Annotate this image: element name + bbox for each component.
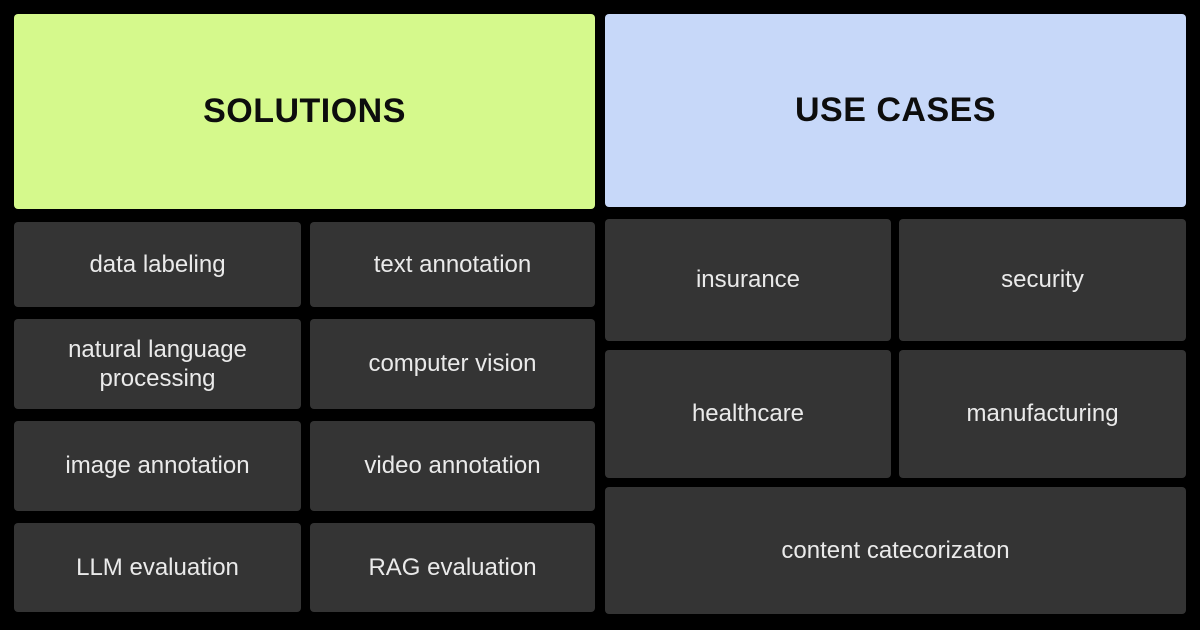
tile-label: healthcare [691, 400, 805, 428]
tile-label: data labeling [89, 250, 226, 278]
use-cases-header-panel: USE CASES [605, 14, 1186, 207]
solutions-title: SOLUTIONS [203, 92, 406, 130]
tile-security[interactable]: security [899, 219, 1186, 341]
tile-healthcare[interactable]: healthcare [605, 350, 891, 478]
tile-label: natural language processing [68, 335, 247, 392]
tile-video-annotation[interactable]: video annotation [310, 421, 595, 511]
solutions-grid: data labeling text annotation natural la… [14, 222, 595, 612]
tile-manufacturing[interactable]: manufacturing [899, 350, 1186, 478]
tile-label: video annotation [364, 452, 541, 480]
tile-label: text annotation [373, 250, 532, 278]
tile-label: content catecorizaton [781, 536, 1010, 564]
tile-label: security [1001, 266, 1084, 294]
tile-content-categorization[interactable]: content catecorizaton [605, 487, 1186, 614]
tile-label: image annotation [65, 452, 250, 480]
tile-label: insurance [695, 266, 801, 294]
tile-rag-evaluation[interactable]: RAG evaluation [310, 523, 595, 612]
use-cases-grid: insurance security healthcare manufactur… [605, 219, 1186, 614]
solutions-header-panel: SOLUTIONS [14, 14, 595, 209]
tile-natural-language-processing[interactable]: natural language processing [14, 319, 301, 409]
tile-llm-evaluation[interactable]: LLM evaluation [14, 523, 301, 612]
tile-computer-vision[interactable]: computer vision [310, 319, 595, 409]
tile-insurance[interactable]: insurance [605, 219, 891, 341]
tile-text-annotation[interactable]: text annotation [310, 222, 595, 307]
tile-label: computer vision [368, 350, 537, 378]
tile-image-annotation[interactable]: image annotation [14, 421, 301, 511]
tile-label: RAG evaluation [368, 553, 537, 581]
tile-data-labeling[interactable]: data labeling [14, 222, 301, 307]
tile-label: manufacturing [966, 400, 1119, 428]
tile-label: LLM evaluation [76, 553, 239, 581]
use-cases-title: USE CASES [795, 91, 996, 129]
